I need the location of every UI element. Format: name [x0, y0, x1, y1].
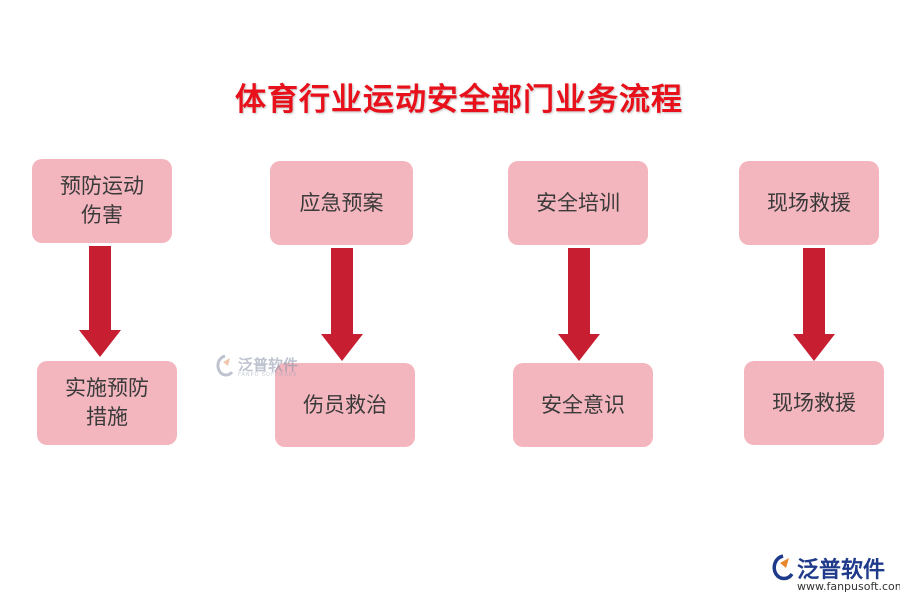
box-label: 伤员救治 — [303, 392, 387, 417]
down-arrow-icon — [793, 248, 835, 361]
box-label: 应急预案 — [299, 190, 384, 215]
top-box-emergency-plan: 应急预案 — [270, 161, 413, 245]
brand-url: www.fanpusoft.com — [797, 580, 900, 593]
box-label: 现场救援 — [772, 390, 856, 415]
watermark: 泛普软件 FANPU SOFTWARE — [214, 354, 309, 380]
bottom-box-casualty-treatment: 伤员救治 — [275, 363, 415, 447]
top-box-safety-training: 安全培训 — [508, 161, 648, 245]
box-label-line: 预防运动 — [60, 174, 144, 198]
box-label-line: 伤害 — [81, 203, 123, 227]
top-box-prevent-injury: 预防运动 伤害 — [32, 159, 172, 243]
down-arrow-icon — [79, 246, 121, 357]
brand-logo: 泛普软件 www.fanpusoft.com — [770, 552, 900, 596]
bottom-box-onsite-rescue: 现场救援 — [744, 361, 884, 445]
watermark-text: 泛普软件 — [238, 356, 299, 374]
box-label-line: 实施预防 — [65, 376, 149, 400]
top-box-onsite-rescue: 现场救援 — [739, 161, 879, 245]
watermark-logo-icon — [216, 354, 234, 377]
bottom-box-safety-awareness: 安全意识 — [513, 363, 653, 447]
box-label: 安全培训 — [536, 190, 620, 215]
down-arrow-icon — [321, 248, 363, 361]
box-label: 现场救援 — [767, 190, 851, 215]
brand-logo-icon — [772, 554, 794, 581]
brand-name: 泛普软件 — [797, 558, 886, 583]
box-label: 安全意识 — [541, 392, 625, 417]
down-arrow-icon — [558, 248, 600, 361]
watermark-subtext: FANPU SOFTWARE — [238, 372, 298, 378]
diagram-title: 体育行业运动安全部门业务流程 — [235, 82, 683, 118]
box-label-line: 措施 — [86, 405, 128, 429]
bottom-box-prevent-measures: 实施预防 措施 — [37, 361, 177, 445]
